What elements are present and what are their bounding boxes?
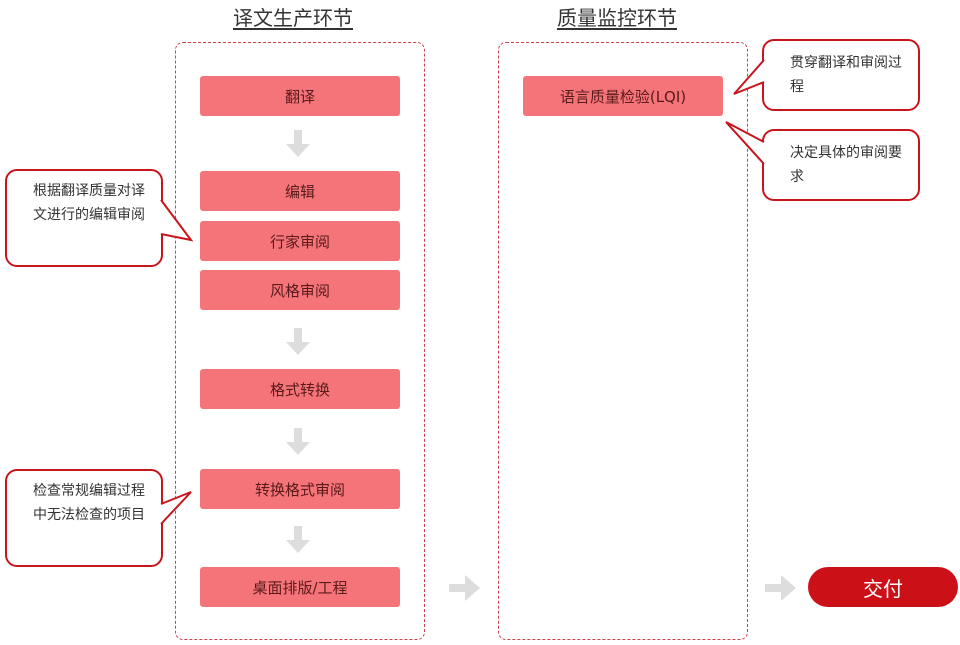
translation-phase-title: 译文生产环节 <box>233 6 353 30</box>
step-format-conversion: 格式转换 <box>200 369 400 409</box>
deliver-badge: 交付 <box>808 567 958 607</box>
quality-phase-box <box>498 42 748 640</box>
step-edit: 编辑 <box>200 171 400 211</box>
note-edit-review: 根据翻译质量对译文进行的编辑审阅 <box>5 169 163 267</box>
step-dtp-engineering: 桌面排版/工程 <box>200 567 400 607</box>
arrow-right-icon <box>765 575 796 601</box>
step-conversion-review: 转换格式审阅 <box>200 469 400 509</box>
step-lqi: 语言质量检验(LQI) <box>523 76 723 116</box>
arrow-down-icon <box>286 428 310 455</box>
note-format-check: 检查常规编辑过程中无法检查的项目 <box>5 469 163 567</box>
callout-tail <box>725 121 765 165</box>
callout-tail <box>160 199 194 242</box>
step-expert-review: 行家审阅 <box>200 221 400 261</box>
callout-tail <box>160 491 192 525</box>
callout-tail <box>733 59 765 95</box>
note-lqi-scope: 贯穿翻译和审阅过程 <box>762 39 920 111</box>
step-translate: 翻译 <box>200 76 400 116</box>
arrow-right-icon <box>449 575 480 601</box>
translation-phase-box <box>175 42 425 640</box>
arrow-down-icon <box>286 130 310 157</box>
note-lqi-requirements: 决定具体的审阅要求 <box>762 129 920 201</box>
quality-phase-title: 质量监控环节 <box>557 6 677 30</box>
step-style-review: 风格审阅 <box>200 270 400 310</box>
arrow-down-icon <box>286 328 310 355</box>
arrow-down-icon <box>286 526 310 553</box>
